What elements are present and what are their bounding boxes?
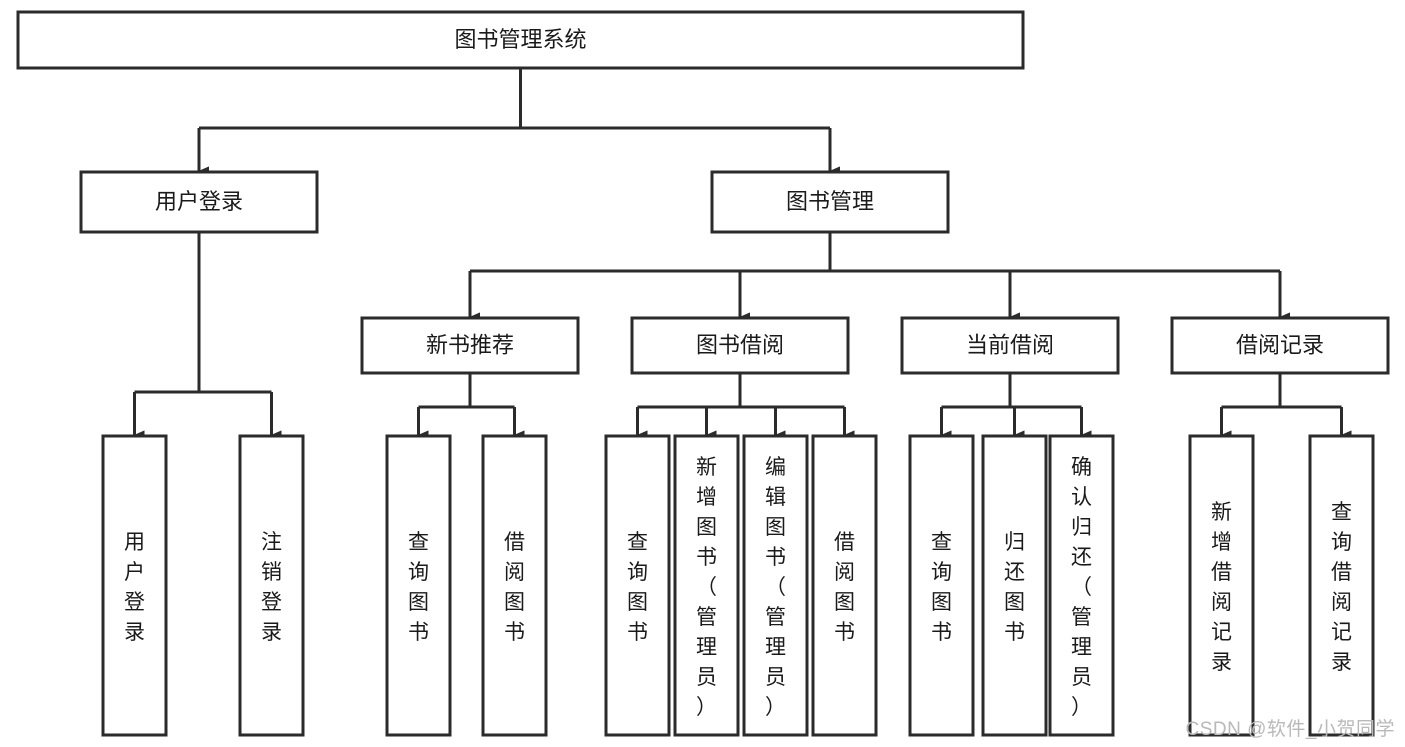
node-label-leaf-add-book: 新增图书（管理员） — [696, 456, 717, 719]
node-labels-group: 图书管理系统用户登录图书管理新书推荐图书借阅当前借阅借阅记录用户登录注销登录查询… — [124, 27, 1352, 719]
node-box-leaf-add-book[interactable] — [673, 434, 740, 737]
node-box-leaf-logout[interactable] — [238, 434, 305, 737]
node-box-book-manage[interactable] — [710, 170, 950, 234]
node-label-leaf-query-book-3: 查询图书 — [931, 531, 952, 644]
node-label-book-borrow: 图书借阅 — [696, 332, 784, 357]
node-label-leaf-add-record: 新增借阅记录 — [1211, 501, 1232, 674]
node-label-root: 图书管理系统 — [454, 27, 586, 52]
node-label-leaf-query-book-1: 查询图书 — [408, 531, 429, 644]
node-label-leaf-borrow-book-2: 借阅图书 — [834, 531, 855, 644]
node-boxes-group — [16, 10, 1390, 737]
node-box-leaf-borrow-book-1[interactable] — [481, 434, 548, 737]
node-label-user-login: 用户登录 — [155, 189, 243, 214]
node-box-borrow-record[interactable] — [1170, 316, 1390, 375]
node-box-leaf-query-book-1[interactable] — [385, 434, 452, 737]
node-box-leaf-user-login[interactable] — [101, 434, 168, 737]
node-label-leaf-query-record: 查询借阅记录 — [1331, 501, 1352, 674]
node-box-leaf-add-record[interactable] — [1188, 434, 1255, 737]
node-label-leaf-edit-book: 编辑图书（管理员） — [765, 456, 786, 719]
node-box-leaf-query-book-3[interactable] — [908, 434, 975, 737]
node-box-leaf-edit-book[interactable] — [742, 434, 809, 737]
node-label-new-book-rec: 新书推荐 — [426, 332, 514, 357]
node-label-leaf-return-book: 归还图书 — [1004, 531, 1025, 644]
node-box-current-borrow[interactable] — [900, 316, 1120, 375]
node-label-leaf-user-login: 用户登录 — [124, 531, 145, 644]
node-label-current-borrow: 当前借阅 — [966, 332, 1054, 357]
node-label-leaf-confirm-return: 确认归还（管理员） — [1071, 456, 1092, 719]
node-label-book-manage: 图书管理 — [786, 189, 874, 214]
node-box-new-book-rec[interactable] — [360, 316, 580, 375]
node-box-book-borrow[interactable] — [630, 316, 850, 375]
node-box-leaf-confirm-return[interactable] — [1048, 434, 1115, 737]
node-label-leaf-logout: 注销登录 — [261, 531, 282, 644]
node-box-user-login[interactable] — [79, 170, 319, 234]
connector-lines-group — [133, 68, 1352, 440]
node-label-leaf-borrow-book-1: 借阅图书 — [504, 531, 525, 644]
node-box-leaf-borrow-book-2[interactable] — [811, 434, 878, 737]
node-box-leaf-return-book[interactable] — [981, 434, 1048, 737]
node-box-leaf-query-record[interactable] — [1308, 434, 1375, 737]
node-label-leaf-query-book-2: 查询图书 — [627, 531, 648, 644]
csdn-watermark: CSDN @软件_小贺同学 — [1185, 719, 1395, 740]
node-box-leaf-query-book-2[interactable] — [604, 434, 671, 737]
node-box-root[interactable] — [16, 10, 1025, 70]
node-label-borrow-record: 借阅记录 — [1236, 332, 1324, 357]
